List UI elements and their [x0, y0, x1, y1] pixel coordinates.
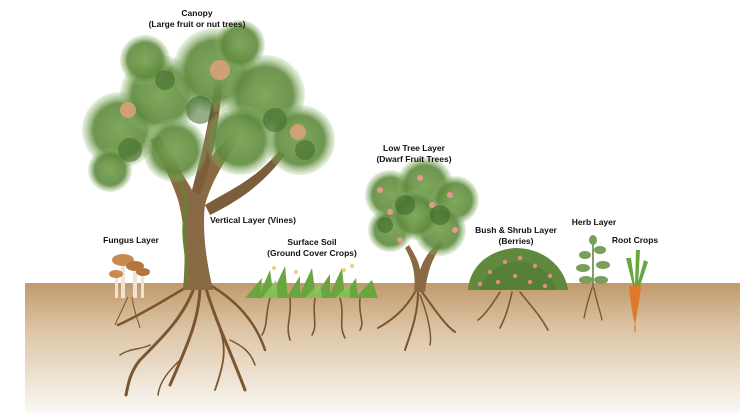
- surface-soil-label: Surface Soil (Ground Cover Crops): [267, 237, 357, 259]
- vertical-title: Vertical Layer (Vines): [210, 215, 296, 226]
- canopy-title: Canopy: [149, 8, 246, 19]
- canopy-subtitle: (Large fruit or nut trees): [149, 19, 246, 30]
- herb-title: Herb Layer: [572, 217, 616, 228]
- fungus-title: Fungus Layer: [103, 235, 159, 246]
- herb-label: Herb Layer: [572, 217, 616, 228]
- low-tree-subtitle: (Dwarf Fruit Trees): [376, 154, 451, 165]
- fungus-label: Fungus Layer: [103, 235, 159, 246]
- canopy-label: Canopy (Large fruit or nut trees): [149, 8, 246, 30]
- bush-subtitle: (Berries): [475, 236, 557, 247]
- surface-soil-subtitle: (Ground Cover Crops): [267, 248, 357, 259]
- low-tree-title: Low Tree Layer: [376, 143, 451, 154]
- vertical-label: Vertical Layer (Vines): [210, 215, 296, 226]
- root-crops-label: Root Crops: [612, 235, 658, 246]
- root-crops-title: Root Crops: [612, 235, 658, 246]
- bush-title: Bush & Shrub Layer: [475, 225, 557, 236]
- bush-label: Bush & Shrub Layer (Berries): [475, 225, 557, 247]
- low-tree-label: Low Tree Layer (Dwarf Fruit Trees): [376, 143, 451, 165]
- surface-soil-title: Surface Soil: [267, 237, 357, 248]
